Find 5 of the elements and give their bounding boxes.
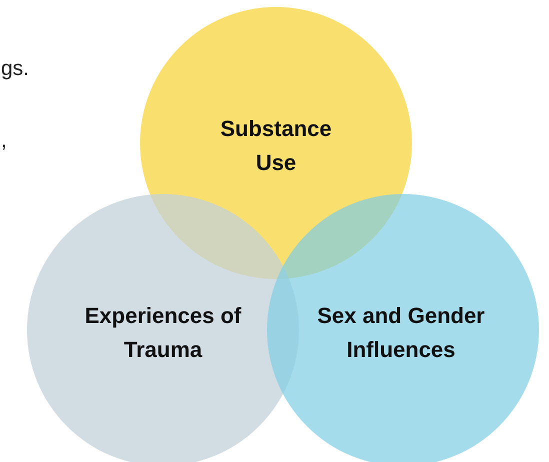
text-fragment: ,: [1, 128, 7, 154]
text-fragment: gs.: [1, 56, 30, 82]
circle-label: Substance Use: [219, 115, 333, 177]
circle-label: Sex and Gender Influences: [316, 302, 486, 364]
circle-label: Experiences of Trauma: [84, 302, 242, 364]
